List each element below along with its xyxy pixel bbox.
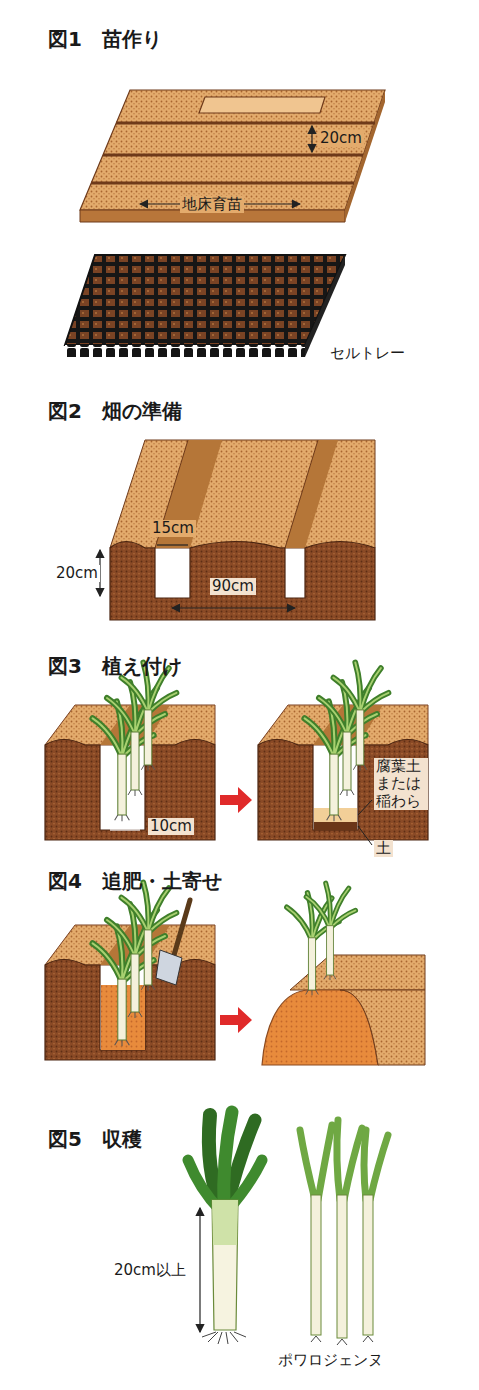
- hilling-before: [45, 882, 215, 1060]
- dimension-label: 20cm: [54, 565, 100, 582]
- figure-heading: 図4 追肥・土寄せ: [48, 870, 222, 893]
- dimension-label: 20cm: [318, 130, 364, 147]
- figure-heading: 図2 畑の準備: [48, 400, 182, 423]
- dimension-label: 10cm: [148, 818, 194, 835]
- part-label: セルトレー: [330, 345, 405, 362]
- planting-before: [45, 662, 215, 840]
- mini-leeks: [300, 1120, 388, 1345]
- field-trenches: [100, 440, 375, 620]
- figure-heading: 図5 収穫: [48, 1128, 142, 1151]
- dimension-label: 90cm: [210, 578, 256, 595]
- dimension-label: 15cm: [150, 520, 196, 537]
- part-label: 地床育苗: [180, 196, 244, 213]
- step-arrow: [220, 787, 252, 813]
- variety-label: ポワロジェンヌ: [278, 1352, 383, 1369]
- step-arrow: [220, 1007, 252, 1033]
- seedbed: [80, 90, 385, 222]
- material-label: 腐葉土 または 稲わら: [374, 758, 428, 810]
- dimension-label: 20cm以上: [112, 1262, 188, 1279]
- leek: [188, 1112, 262, 1344]
- cell-tray: [65, 255, 345, 357]
- figure-heading: 図3 植え付け: [48, 655, 182, 678]
- hilling-after: [262, 883, 425, 1065]
- planting-after: [258, 662, 428, 845]
- material-label: 土: [374, 840, 393, 857]
- figure-heading: 図1 苗作り: [48, 28, 162, 51]
